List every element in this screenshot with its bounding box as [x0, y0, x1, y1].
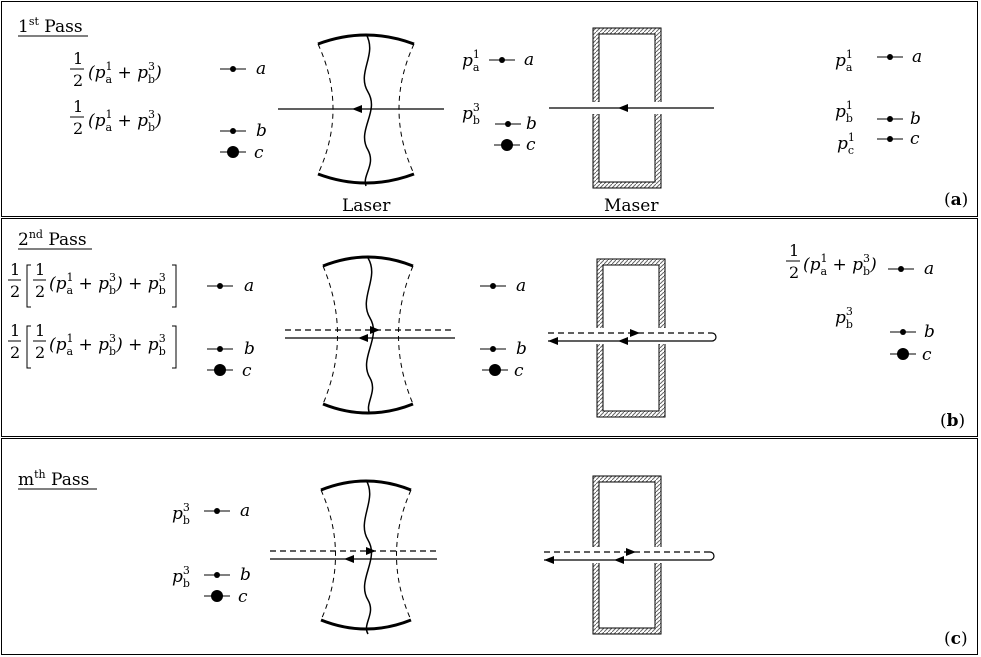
panel-tag-c: (c) [944, 629, 968, 649]
svg-text:c: c [514, 361, 524, 381]
panel-tag-a: (a) [944, 190, 968, 210]
laser-cavity [278, 33, 444, 187]
svg-text:p1a: p1a [835, 48, 853, 74]
svg-text:(p1a + p3b) + p3b: (p1a + p3b) + p3b [49, 332, 166, 358]
svg-text:b: b [244, 339, 255, 359]
svg-text:p3b: p3b [835, 305, 853, 331]
svg-text:c: c [910, 129, 920, 149]
laser-label: Laser [342, 196, 391, 216]
svg-text:2: 2 [789, 263, 799, 282]
svg-text:p1a: p1a [462, 48, 480, 74]
maser-cavity [544, 475, 715, 635]
svg-text:a: a [240, 501, 250, 521]
svg-text:b: b [924, 322, 935, 342]
svg-text:p3b: p3b [172, 501, 190, 527]
svg-text:a: a [256, 59, 266, 79]
svg-text:b: b [910, 109, 921, 129]
svg-text:(p1a + p3b) + p3b: (p1a + p3b) + p3b [49, 271, 166, 297]
atom-levels-left: a b c [220, 59, 267, 163]
panel-frame-b [1, 218, 978, 437]
maser-label: Maser [604, 196, 659, 216]
svg-text:p1b: p1b [835, 99, 853, 125]
svg-text:p3b: p3b [172, 564, 190, 590]
svg-text:a: a [244, 276, 254, 296]
svg-text:c: c [922, 345, 932, 365]
svg-text:b: b [516, 339, 527, 359]
svg-text:b: b [526, 114, 537, 134]
laser-cavity [270, 479, 437, 635]
svg-text:c: c [526, 135, 536, 155]
svg-text:2: 2 [10, 343, 20, 362]
panel-frame-a [1, 1, 978, 217]
svg-text:1: 1 [789, 241, 799, 260]
svg-text:b: b [256, 121, 267, 141]
atom-levels-middle: a b c [480, 276, 527, 381]
atom-levels-left: a b c [207, 276, 255, 381]
svg-text:a: a [524, 50, 534, 70]
panel-title: 2nd Pass [18, 228, 87, 250]
svg-text:p3b: p3b [462, 101, 480, 127]
panel-frame-c [1, 438, 978, 655]
svg-text:1: 1 [35, 260, 45, 279]
svg-text:c: c [254, 143, 264, 163]
svg-text:2: 2 [35, 343, 45, 362]
svg-text:a: a [516, 276, 526, 296]
maser-cavity [548, 258, 717, 418]
laser-cavity [285, 255, 455, 415]
svg-text:2: 2 [35, 282, 45, 301]
svg-text:p1c: p1c [837, 131, 855, 157]
maser-cavity [549, 27, 714, 189]
panel-tag-b: (b) [940, 411, 965, 431]
svg-text:a: a [912, 47, 922, 67]
svg-text:2: 2 [73, 119, 83, 138]
panel-title: mth Pass [18, 468, 89, 490]
svg-text:1: 1 [10, 321, 20, 340]
svg-text:a: a [924, 259, 934, 279]
svg-text:c: c [242, 361, 252, 381]
svg-text:(p1a + p3b): (p1a + p3b) [88, 60, 162, 86]
panel-title: 1st Pass [18, 15, 83, 37]
svg-text:(p1a + p3b): (p1a + p3b) [88, 108, 162, 134]
svg-text:1: 1 [73, 97, 83, 116]
svg-text:1: 1 [73, 49, 83, 68]
svg-text:2: 2 [10, 282, 20, 301]
svg-text:1: 1 [35, 321, 45, 340]
svg-text:b: b [240, 565, 251, 585]
svg-text:(p1a + p3b): (p1a + p3b) [803, 252, 877, 278]
svg-text:1: 1 [10, 260, 20, 279]
svg-text:2: 2 [73, 71, 83, 90]
svg-text:c: c [238, 587, 248, 607]
